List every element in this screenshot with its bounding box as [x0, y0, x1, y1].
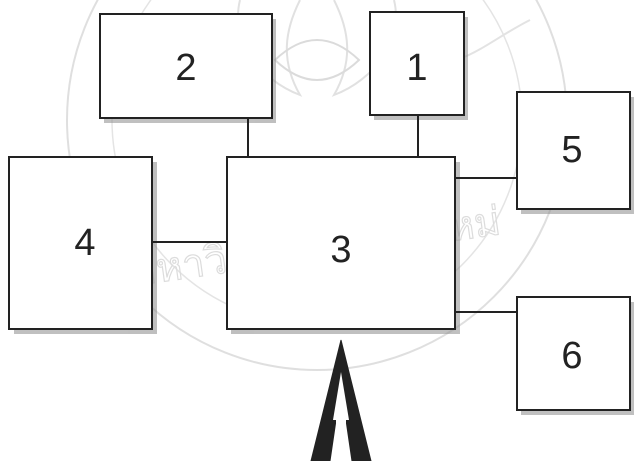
box-6: 6	[516, 296, 631, 411]
box-1: 1	[369, 11, 465, 116]
box-4-label: 4	[74, 222, 95, 264]
box-2-label: 2	[175, 47, 196, 89]
box-2: 2	[99, 13, 273, 119]
box-3-label: 3	[330, 229, 351, 271]
box-1-label: 1	[406, 47, 427, 89]
box-6-label: 6	[561, 335, 582, 377]
box-4: 4	[8, 156, 153, 330]
box-5-label: 5	[561, 129, 582, 171]
connector-lines	[152, 115, 517, 313]
box-3: 3	[226, 156, 456, 330]
box-5: 5	[516, 91, 631, 210]
up-arrow-icon	[310, 339, 372, 461]
